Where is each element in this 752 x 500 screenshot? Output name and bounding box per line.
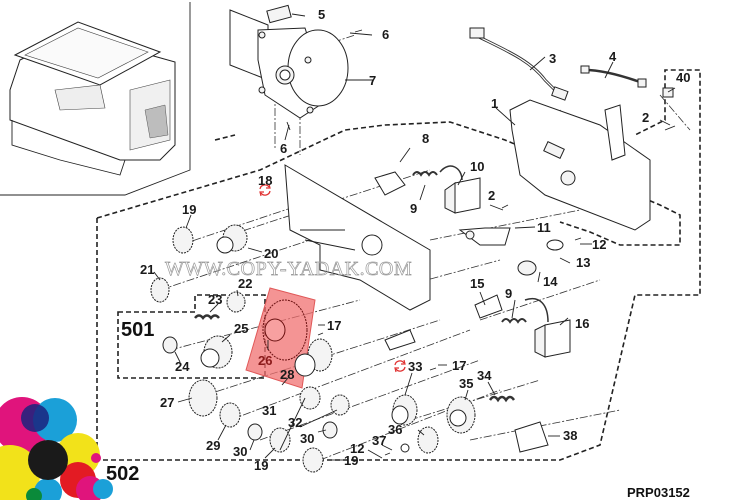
callout-27[interactable]: 27 (160, 395, 174, 410)
callout-34[interactable]: 34 (477, 368, 492, 383)
drawing-code: PRP03152 (627, 485, 690, 500)
callout-11[interactable]: 11 (537, 220, 551, 235)
callout-14[interactable]: 14 (543, 274, 558, 289)
rotate-icon (259, 183, 271, 197)
callout-3[interactable]: 3 (549, 51, 556, 66)
callout-9[interactable]: 9 (410, 201, 417, 216)
callout-18[interactable]: 18 (258, 173, 272, 188)
callout-13[interactable]: 13 (576, 255, 590, 270)
callout-5[interactable]: 5 (318, 7, 325, 22)
part-main-bracket (509, 99, 651, 231)
callout-19[interactable]: 19 (344, 453, 358, 468)
part-gears-group-501 (150, 224, 248, 369)
callout-32[interactable]: 32 (288, 415, 302, 430)
callout-7[interactable]: 7 (369, 73, 376, 88)
part-gears-group-502 (188, 329, 549, 473)
callout-6[interactable]: 6 (280, 141, 287, 156)
group-label-502: 502 (106, 463, 139, 485)
callout-38[interactable]: 38 (563, 428, 577, 443)
callout-20[interactable]: 20 (264, 246, 278, 261)
callout-35[interactable]: 35 (459, 376, 473, 391)
callout-19[interactable]: 19 (182, 202, 196, 217)
callout-33[interactable]: 33 (408, 359, 422, 374)
callout-25[interactable]: 25 (234, 321, 248, 336)
callout-2[interactable]: 2 (488, 188, 495, 203)
callout-9[interactable]: 9 (505, 286, 512, 301)
watermark: WWW.COPY-YADAK.COM (165, 258, 412, 280)
callout-2[interactable]: 2 (642, 110, 649, 125)
callout-19[interactable]: 19 (254, 458, 268, 473)
part-cables (469, 27, 676, 131)
part-motor-assembly (229, 4, 363, 131)
copier-inset (0, 2, 191, 196)
callout-28[interactable]: 28 (280, 367, 294, 382)
callout-12[interactable]: 12 (350, 441, 364, 456)
leader-lines (153, 13, 676, 461)
callout-26[interactable]: 26 (258, 353, 272, 368)
callout-17[interactable]: 17 (452, 358, 466, 373)
callout-21[interactable]: 21 (140, 262, 154, 277)
callout-30[interactable]: 30 (233, 444, 247, 459)
callout-10[interactable]: 10 (470, 159, 484, 174)
rotate-icon (394, 359, 406, 373)
callout-23[interactable]: 23 (208, 292, 222, 307)
callout-4[interactable]: 4 (609, 49, 617, 64)
callout-37[interactable]: 37 (372, 433, 386, 448)
callout-12[interactable]: 12 (592, 237, 606, 252)
part-frame-plate (284, 164, 431, 311)
callout-17[interactable]: 17 (327, 318, 341, 333)
cmyk-logo (0, 397, 113, 500)
callout-8[interactable]: 8 (422, 131, 429, 146)
rotation-symbols (259, 183, 406, 373)
callout-30[interactable]: 30 (300, 431, 314, 446)
callout-15[interactable]: 15 (470, 276, 484, 291)
callout-40[interactable]: 40 (676, 70, 690, 85)
callout-24[interactable]: 24 (175, 359, 190, 374)
callout-1[interactable]: 1 (491, 96, 498, 111)
callout-36[interactable]: 36 (388, 422, 402, 437)
group-label-501: 501 (121, 319, 154, 341)
callouts: 1 2 2 3 4 5 6 6 7 8 9 9 10 11 12 12 13 1… (140, 7, 690, 473)
callout-29[interactable]: 29 (206, 438, 220, 453)
group-501-boundary (117, 294, 266, 379)
callout-16[interactable]: 16 (575, 316, 589, 331)
callout-22[interactable]: 22 (238, 276, 252, 291)
callout-31[interactable]: 31 (262, 403, 276, 418)
callout-6[interactable]: 6 (382, 27, 389, 42)
part-solenoids-and-levers (374, 165, 582, 358)
